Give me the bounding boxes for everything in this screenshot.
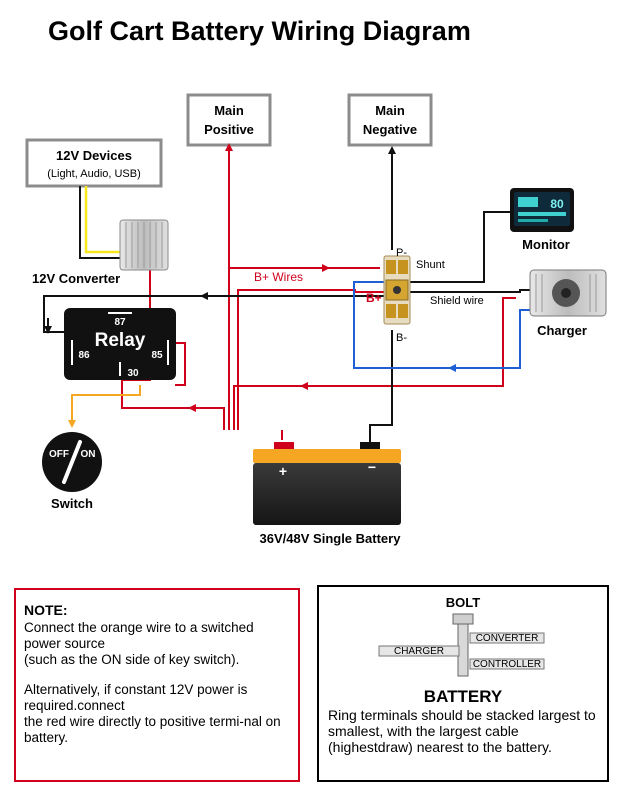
- battery-stack-box: BATTERY Ring terminals should be stacked…: [317, 585, 609, 782]
- note-paragraph-2: Alternatively, if constant 12V power is …: [24, 682, 281, 745]
- main-negative-label-line1: Main: [375, 103, 405, 118]
- relay-label: Relay: [95, 330, 146, 351]
- battery-plus-label: +: [279, 463, 287, 479]
- relay-pin-86: 86: [78, 350, 90, 361]
- positive-wires: [121, 143, 516, 440]
- main-positive-box: Main Positive: [186, 93, 272, 147]
- note-box: NOTE: Connect the orange wire to a switc…: [14, 588, 300, 782]
- main-positive-label-line1: Main: [214, 103, 244, 118]
- negative-wires: [43, 146, 530, 445]
- note-title: NOTE:: [24, 602, 68, 618]
- relay-85-wire: [175, 342, 186, 386]
- monitor-label: Monitor: [522, 237, 570, 252]
- battery-box-body: Ring terminals should be stacked largest…: [328, 707, 596, 755]
- battery-minus-label: −: [368, 459, 376, 475]
- shunt-b-minus-label: B-: [396, 332, 407, 344]
- shunt-label: Shunt: [416, 259, 445, 271]
- battery-label: 36V/48V Single Battery: [260, 531, 402, 546]
- devices-box: 12V Devices (Light, Audio, USB): [25, 138, 163, 188]
- b-plus-wires-label: B+ Wires: [254, 270, 303, 284]
- monitor-reading: 80: [550, 197, 564, 211]
- relay-pin-30: 30: [127, 368, 139, 379]
- monitor-device: 80: [510, 188, 574, 232]
- main-negative-label-line2: Negative: [363, 122, 417, 137]
- devices-wires: [79, 186, 122, 259]
- switch-off-label: OFF: [49, 449, 69, 460]
- main-negative-box: Main Negative: [347, 93, 433, 147]
- stack-controller-label: CONTROLLER: [473, 659, 541, 670]
- diagram-title: Golf Cart Battery Wiring Diagram: [48, 16, 471, 46]
- switch-on-label: ON: [81, 449, 96, 460]
- stack-converter-label: CONVERTER: [476, 633, 539, 644]
- shunt-p-minus-label: P-: [396, 247, 407, 259]
- devices-title: 12V Devices: [56, 148, 132, 163]
- switch-label: Switch: [51, 496, 93, 511]
- switch-wire: [68, 385, 141, 428]
- main-positive-label-line2: Positive: [204, 122, 254, 137]
- shield-wires: [353, 281, 530, 372]
- shunt-device: [383, 255, 411, 325]
- bolt-label: BOLT: [446, 595, 480, 610]
- shunt-b-plus-label: B+: [366, 291, 382, 305]
- bolt-stack-illustration: BOLT CONVERTER CHARGER CONTROLLER: [378, 595, 545, 677]
- note-paragraph-1: Connect the orange wire to a switched po…: [24, 620, 254, 667]
- charger-label: Charger: [537, 323, 587, 338]
- converter-device: [119, 219, 169, 271]
- battery: + −: [253, 442, 401, 525]
- stack-charger-label: CHARGER: [394, 646, 444, 657]
- relay-pin-85: 85: [151, 350, 163, 361]
- charger-device: [529, 269, 607, 317]
- converter-label: 12V Converter: [32, 271, 120, 286]
- shield-wire-label: Shield wire: [430, 295, 484, 307]
- key-switch: OFF ON: [42, 432, 102, 492]
- relay-device: 87 Relay 86 85 30: [64, 308, 176, 380]
- battery-box-heading: BATTERY: [423, 687, 503, 706]
- devices-subtitle: (Light, Audio, USB): [47, 168, 141, 180]
- relay-pin-87: 87: [114, 317, 126, 328]
